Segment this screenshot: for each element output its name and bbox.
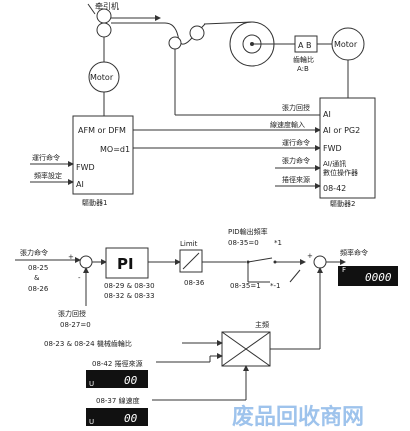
- pid-out-label: PID輸出頻率: [228, 227, 268, 236]
- left-run-cmd: 運行命令: [32, 153, 60, 162]
- winding-display-tag: U: [89, 380, 94, 388]
- right-run-cmd: 運行命令: [282, 138, 310, 147]
- bottom-0826: 08-26: [28, 285, 49, 293]
- sum1-minus: -: [78, 274, 81, 282]
- driver-1-caption: 驅動器1: [82, 198, 107, 207]
- freq-display: [338, 266, 398, 286]
- factor-pos: *1: [274, 239, 282, 247]
- traction-roller-top: [96, 8, 112, 24]
- pi-block: [105, 247, 149, 279]
- winding-display: [86, 370, 148, 388]
- driver-2-0842: 08-42: [323, 184, 346, 193]
- master-freq-label: 主頻: [255, 320, 269, 329]
- speed-display-tag: U: [89, 418, 94, 426]
- watermark: 废品回收商网: [232, 404, 364, 430]
- left-freq-set: 頻率設定: [34, 171, 62, 180]
- sum2-plus: +: [307, 252, 313, 260]
- speed-display-value: 00: [124, 412, 138, 425]
- sum-junction-2: [313, 255, 327, 269]
- pi-params-1: 08-29 & 08-30: [104, 282, 155, 290]
- winding-src-line: 08-42 捲徑來源: [92, 359, 143, 368]
- pi-label: PI: [117, 255, 134, 273]
- right-tension-fb: 張力回授: [282, 103, 310, 112]
- driver-1-mo: MO=d1: [100, 145, 130, 154]
- speed-display: [86, 408, 148, 426]
- bottom-tension-fb: 張力回授: [58, 309, 86, 318]
- winding-display-value: 00: [124, 374, 138, 387]
- dancer-roller: [168, 36, 182, 50]
- freq-display-tag: F: [342, 266, 346, 274]
- driver-2-ai-comm2: 數位操作器: [323, 168, 358, 177]
- motor-1-label: Motor: [90, 73, 114, 82]
- freq-display-value: 0000: [365, 271, 392, 284]
- driver-1-afm: AFM or DFM: [78, 126, 126, 135]
- motor-2-label: Motor: [334, 40, 358, 49]
- p0835-1: 08-35=1: [230, 282, 261, 290]
- driver-2-ai: AI: [323, 110, 331, 119]
- driver-1-fwd: FWD: [76, 163, 95, 172]
- p0835-0: 08-35=0: [228, 239, 259, 247]
- web-path: [111, 22, 206, 45]
- driver-2-ai-comm: AI/通訊: [323, 159, 346, 168]
- bottom-amp: &: [34, 274, 40, 282]
- pi-params-2: 08-32 & 08-33: [104, 292, 155, 300]
- limit-0836: 08-36: [184, 279, 205, 287]
- line-speed-line: 08-37 線速度: [96, 396, 140, 405]
- factor-neg: *-1: [270, 282, 280, 290]
- driver-2-box: [319, 97, 376, 199]
- traction-roller-bottom: [96, 22, 112, 38]
- sum-junction-1: [79, 255, 93, 269]
- traction-label: 牵引机: [95, 1, 119, 11]
- driver-1-box: [72, 115, 134, 195]
- driver-2-caption: 驅動器2: [330, 199, 355, 208]
- bottom-0825: 08-25: [28, 264, 48, 272]
- bottom-freq-cmd: 頻率命令: [340, 248, 368, 257]
- right-winding-src: 捲徑來源: [282, 175, 310, 184]
- driver-1-ai: AI: [76, 180, 84, 189]
- gear-ratio-line: 08-23 & 08-24 機械齒輪比: [44, 339, 132, 348]
- right-tension-cmd: 張力命令: [282, 156, 310, 165]
- limit-label: Limit: [180, 240, 198, 248]
- sum1-plus: +: [68, 253, 74, 261]
- gear-ratio-caption: 齒輪比: [293, 55, 314, 64]
- driver-2-ai-pg2: AI or PG2: [323, 126, 360, 135]
- gear-ratio-ab: A:B: [297, 65, 309, 73]
- driver-2-fwd: FWD: [323, 144, 342, 153]
- right-line-speed: 線速度輸入: [270, 120, 305, 129]
- bottom-0827: 08-27=0: [60, 321, 91, 329]
- bottom-tension-cmd: 張力命令: [20, 248, 48, 257]
- idler-roller: [189, 25, 205, 41]
- gear-ratio-box-label: A B: [298, 41, 312, 50]
